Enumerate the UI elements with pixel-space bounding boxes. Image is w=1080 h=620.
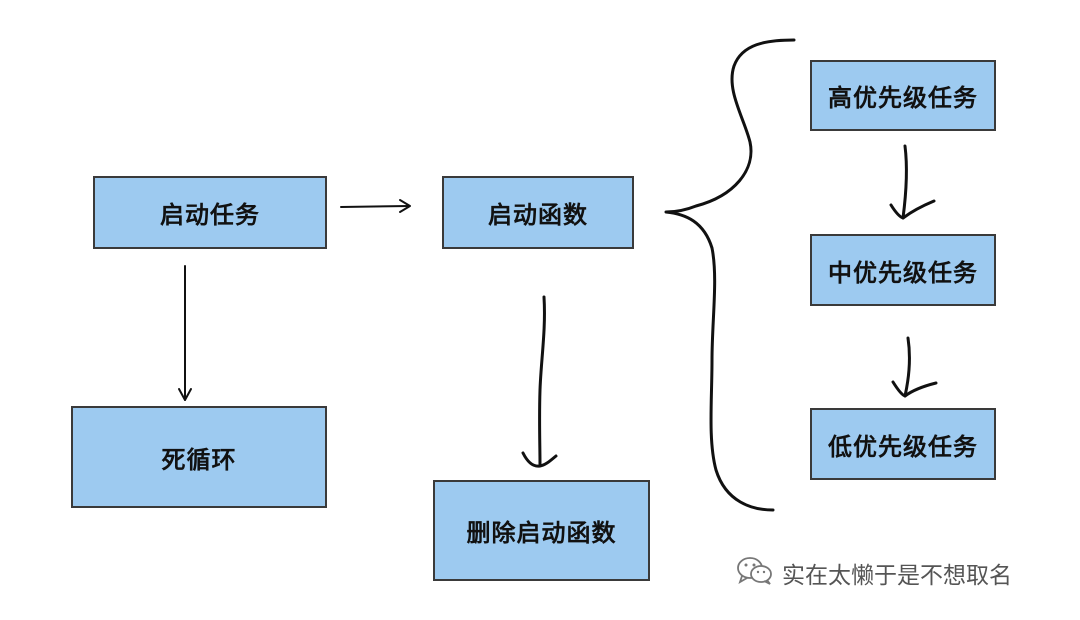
watermark-text: 实在太懒于是不想取名 <box>782 563 1012 589</box>
node-high-priority-task: 高优先级任务 <box>810 60 996 131</box>
arrow-start-task-to-dead-loop <box>178 265 192 401</box>
curly-brace <box>664 38 796 512</box>
node-medium-priority-task: 中优先级任务 <box>810 234 996 306</box>
arrow-start-task-to-start-function <box>340 199 411 213</box>
arrow-start-function-to-delete-function <box>521 295 558 468</box>
arrow-medium-to-low <box>891 336 938 398</box>
node-dead-loop: 死循环 <box>71 406 327 508</box>
arrow-high-to-medium <box>889 144 936 220</box>
node-start-function: 启动函数 <box>442 176 634 249</box>
node-low-priority-task: 低优先级任务 <box>810 408 996 480</box>
node-delete-start-function: 删除启动函数 <box>433 480 650 581</box>
watermark: 实在太懒于是不想取名 <box>736 556 1012 590</box>
node-start-task: 启动任务 <box>93 176 327 249</box>
wechat-icon <box>736 556 774 590</box>
